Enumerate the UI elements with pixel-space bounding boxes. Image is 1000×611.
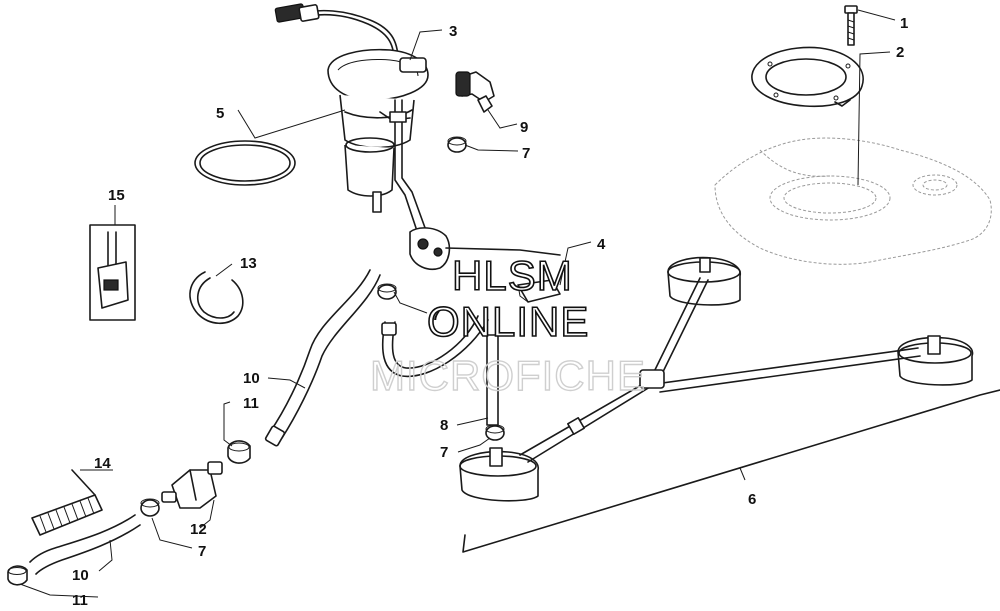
hose-clamp-part-11-a[interactable] xyxy=(227,440,251,464)
fuel-pump-module-part-3[interactable] xyxy=(274,3,429,241)
fuel-level-sender[interactable] xyxy=(409,227,561,270)
corrugated-sleeve-part-14[interactable] xyxy=(31,469,103,536)
callout-10-a: 10 xyxy=(243,370,260,387)
fuel-hose-part-10-lower[interactable] xyxy=(29,514,141,575)
float-part-4[interactable] xyxy=(517,279,561,303)
fuel-tank-outline xyxy=(714,137,992,265)
hose-clamp-part-7-b[interactable] xyxy=(377,283,397,300)
callout-4: 4 xyxy=(597,236,606,253)
gasket-ring-part-2[interactable] xyxy=(751,46,864,108)
bolt-part-1[interactable] xyxy=(844,5,858,46)
callout-7-d: 7 xyxy=(198,543,206,560)
clip-ring-part-13[interactable] xyxy=(189,271,244,325)
callout-14: 14 xyxy=(94,455,111,472)
callout-9: 9 xyxy=(520,119,528,136)
fuel-filter-part-12[interactable] xyxy=(161,461,223,509)
vent-valve-assembly-part-6[interactable] xyxy=(459,256,1000,553)
hose-clamp-part-7-a[interactable] xyxy=(447,136,467,153)
leader-lines xyxy=(19,9,896,598)
callout-11-b: 11 xyxy=(72,592,88,609)
o-ring-part-5[interactable] xyxy=(194,140,296,186)
callout-labels: 1 2 3 4 5 6 7 7 7 7 8 9 10 10 11 11 12 1… xyxy=(72,15,908,609)
callout-5: 5 xyxy=(216,105,224,122)
callout-7-a: 7 xyxy=(522,145,530,162)
watermark-line-3: MICROFICHE xyxy=(370,352,646,399)
callout-2: 2 xyxy=(896,44,904,61)
callout-7-c: 7 xyxy=(440,444,448,461)
callout-7-b: 7 xyxy=(432,307,440,324)
watermark-line-2: ONLINE xyxy=(427,298,589,345)
callout-15: 15 xyxy=(108,187,125,204)
callout-1: 1 xyxy=(900,15,908,32)
hose-clamp-part-7-d[interactable] xyxy=(140,498,160,517)
callout-13: 13 xyxy=(240,255,257,272)
callout-3: 3 xyxy=(449,23,457,40)
callout-10-b: 10 xyxy=(72,567,89,584)
fuel-hose-part-10-upper[interactable] xyxy=(264,269,381,447)
callout-8: 8 xyxy=(440,417,448,434)
callout-12: 12 xyxy=(190,521,207,538)
hose-clamp-part-11-b[interactable] xyxy=(7,565,28,586)
connector-kit-part-15[interactable] xyxy=(89,224,136,321)
hose-clamp-part-7-c[interactable] xyxy=(485,424,505,441)
watermark: HLSM ONLINE MICROFICHE xyxy=(369,251,646,400)
callout-11-a: 11 xyxy=(243,395,259,412)
watermark-line-1: HLSM xyxy=(452,252,573,299)
elbow-connector-part-9[interactable] xyxy=(455,71,495,113)
callout-6: 6 xyxy=(748,491,756,508)
vent-hose-part-8[interactable] xyxy=(381,315,499,426)
